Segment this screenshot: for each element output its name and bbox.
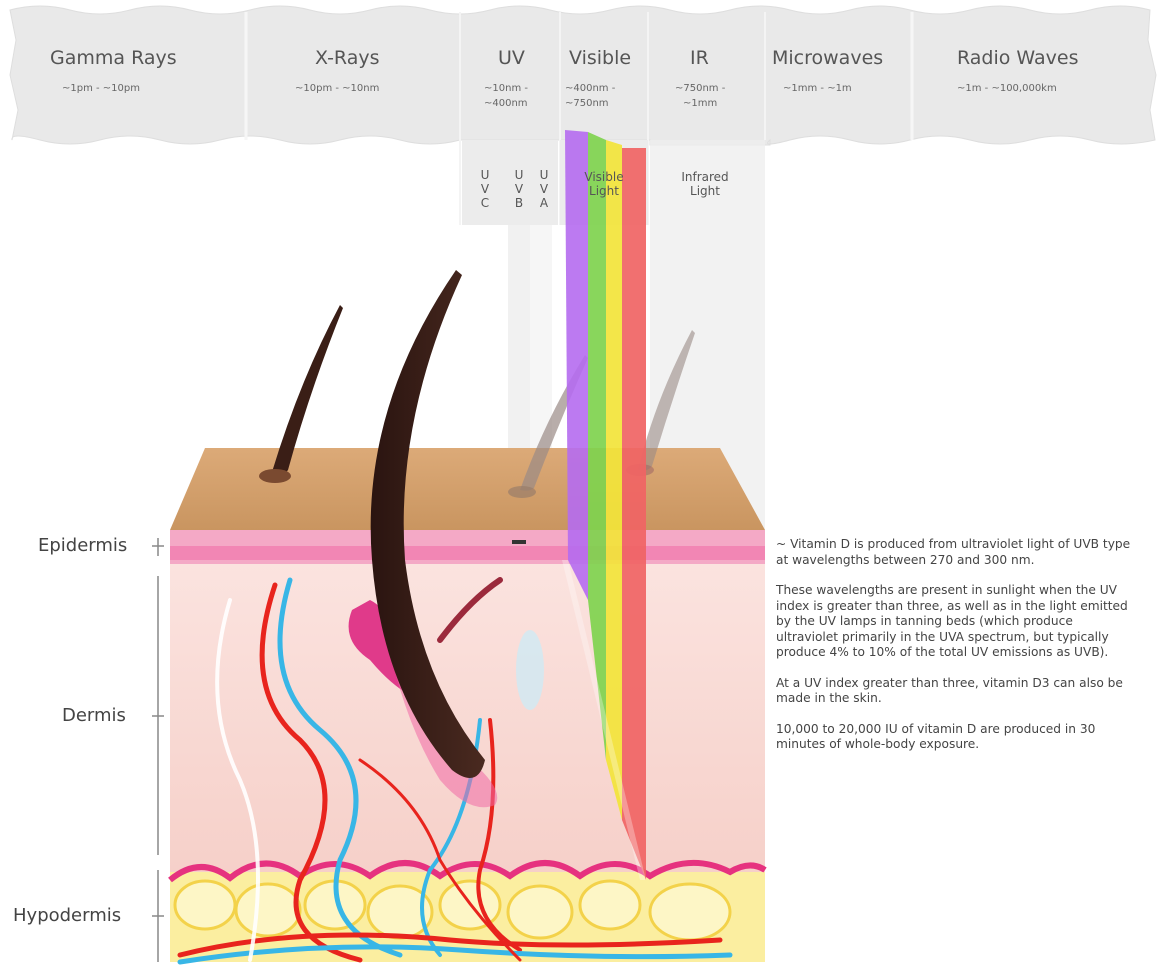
band-uv-range-2: ~400nm — [484, 97, 528, 111]
epidermis-label: Epidermis — [38, 535, 127, 556]
hypodermis-label: Hypodermis — [13, 905, 121, 926]
note-3: At a UV index greater than three, vitami… — [776, 676, 1136, 707]
band-microwaves-range: ~1mm - ~1m — [783, 82, 852, 96]
band-x-rays: X-Rays — [315, 47, 380, 69]
note-4: 10,000 to 20,000 IU of vitamin D are pro… — [776, 722, 1136, 753]
band-ir: IR — [690, 47, 709, 69]
visible-beam-yellow — [606, 140, 622, 820]
skin-surface — [170, 448, 765, 530]
band-visible: Visible — [569, 47, 631, 69]
note-1: ~ Vitamin D is produced from ultraviolet… — [776, 537, 1136, 568]
note-2: These wavelengths are present in sunligh… — [776, 583, 1136, 661]
band-microwaves: Microwaves — [772, 47, 883, 69]
visible-beam-red — [622, 148, 646, 880]
visible-beam-violet — [565, 130, 588, 600]
band-uv: UV — [498, 47, 525, 69]
band-x-rays-range: ~10pm - ~10nm — [295, 82, 379, 96]
band-gamma-rays-range: ~1pm - ~10pm — [62, 82, 140, 96]
vitamin-d-notes: ~ Vitamin D is produced from ultraviolet… — [776, 537, 1136, 768]
dermis-label: Dermis — [62, 705, 126, 726]
band-uv-range-1: ~10nm - — [484, 82, 528, 96]
band-visible-range-1: ~400nm - — [565, 82, 615, 96]
band-ir-range-2: ~1mm — [683, 97, 717, 111]
spectrum-strip — [10, 6, 1156, 145]
band-radio-waves-range: ~1m - ~100,000km — [957, 82, 1057, 96]
band-gamma-rays: Gamma Rays — [50, 47, 177, 69]
band-radio-waves: Radio Waves — [957, 47, 1078, 69]
band-ir-range-1: ~750nm - — [675, 82, 725, 96]
band-visible-range-2: ~750nm — [565, 97, 609, 111]
